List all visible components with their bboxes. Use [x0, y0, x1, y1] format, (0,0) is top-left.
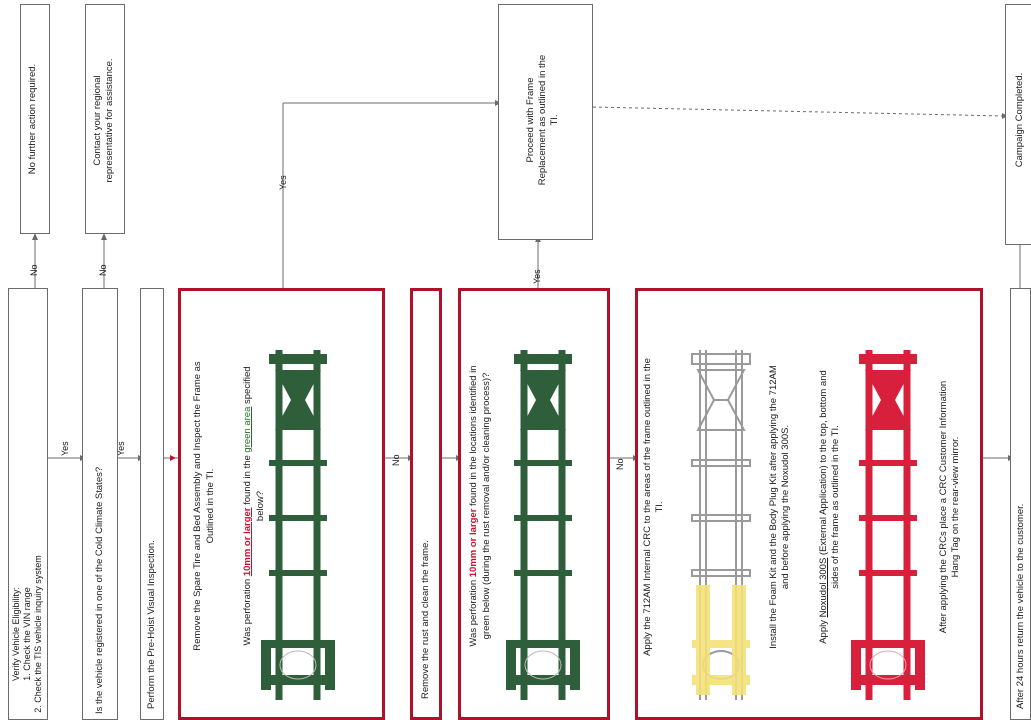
- verify-eligibility-box: Verify Vehicle Eligibility:1. Check the …: [8, 288, 48, 720]
- return-vehicle-text: After 24 hours return the vehicle to the…: [1015, 503, 1026, 709]
- frame-diagram-green-1: [261, 350, 335, 700]
- no-label: No: [98, 264, 108, 276]
- remove-rust-box: Remove the rust and clean the frame.: [410, 288, 442, 720]
- yes-label: Yes: [60, 441, 70, 456]
- cold-climate-question: Is the vehicle registered in one of the …: [94, 466, 105, 714]
- no-label: No: [391, 454, 401, 466]
- perforation-question-2: Was perforation 10mm or larger found in …: [468, 365, 492, 647]
- no-label: No: [29, 264, 39, 276]
- frame-diagram-red: [851, 350, 925, 700]
- campaign-completed-box: Campaign Completed.: [1005, 4, 1031, 245]
- remove-spare-text: Remove the Spare Tire and Bed Assembly a…: [192, 361, 216, 651]
- remove-rust-text: Remove the rust and clean the frame.: [420, 540, 431, 699]
- no-label: No: [615, 458, 625, 470]
- frame-diagram-green-2: [506, 350, 580, 700]
- noxudol-text: Apply Noxudol 300S (External Application…: [818, 370, 841, 644]
- yes-label: Yes: [278, 175, 288, 190]
- return-vehicle-box: After 24 hours return the vehicle to the…: [1010, 288, 1031, 720]
- foam-kit-text: Install the Foam Kit and the Body Plug K…: [768, 365, 791, 649]
- pre-hoist-text: Perform the Pre-Hoist Visual Inspection.: [146, 540, 157, 709]
- yes-label: Yes: [532, 269, 542, 284]
- apply-crc-text: Apply the 712AM Internal CRC to the area…: [642, 358, 665, 656]
- no-further-action-text: No further action required.: [27, 63, 38, 175]
- campaign-completed-text: Campaign Completed.: [1014, 72, 1025, 168]
- verify-eligibility-text: Verify Vehicle Eligibility:1. Check the …: [11, 555, 43, 713]
- frame-diagram-outline: [691, 350, 751, 700]
- cold-climate-box: Is the vehicle registered in one of the …: [82, 288, 118, 720]
- hang-tag-text: After applying the CRCs place a CRC Cust…: [938, 380, 961, 634]
- pre-hoist-box: Perform the Pre-Hoist Visual Inspection.: [140, 288, 164, 720]
- no-further-action-box: No further action required.: [20, 4, 50, 234]
